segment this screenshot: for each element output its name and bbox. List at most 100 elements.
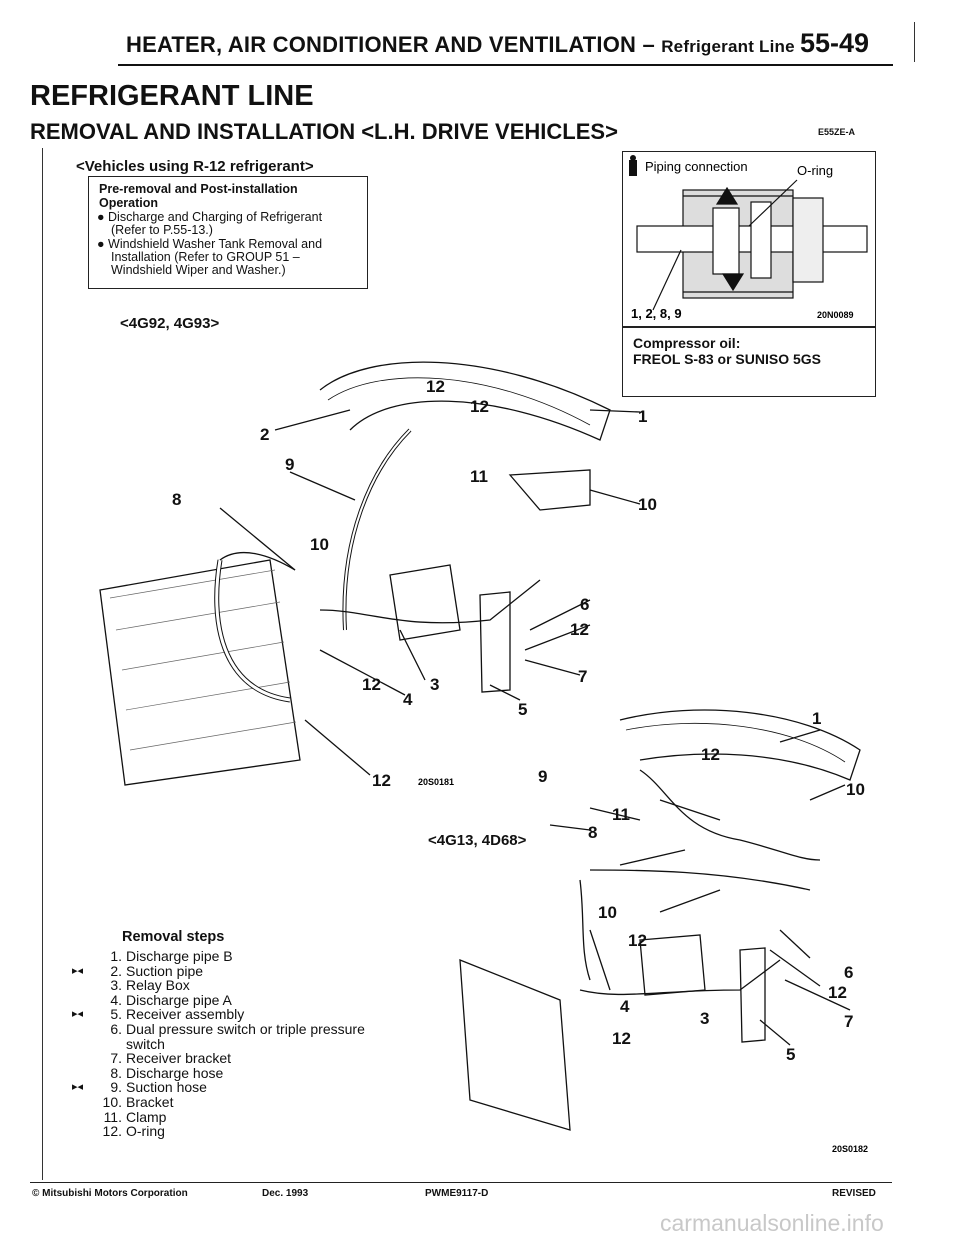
callout-label: 4 [620, 997, 630, 1016]
callout-label: 10 [846, 780, 865, 799]
pre-removal-item-text: Windshield Wiper and Washer.) [111, 263, 286, 277]
callout-label: 3 [700, 1009, 709, 1028]
compressor-oil-note: Compressor oil: FREOL S-83 or SUNISO 5GS [633, 335, 821, 367]
inset-figure-code: 20N0089 [817, 310, 854, 320]
list-item: 12.O-ring [72, 1124, 224, 1139]
callout-label: 12 [426, 377, 445, 396]
callout-label: 10 [638, 495, 657, 514]
page-subtitle: REMOVAL AND INSTALLATION <L.H. DRIVE VEH… [30, 119, 618, 144]
callout-label: 12 [628, 931, 647, 950]
o-ring-label: O-ring [797, 163, 833, 178]
callout-label: 1 [638, 407, 647, 426]
callout-label: 12 [362, 675, 381, 694]
callout-label: 5 [518, 700, 527, 719]
service-marker: ▸◂ [72, 964, 84, 977]
list-item: 8.Discharge hose [72, 1066, 224, 1081]
list-item: switch [72, 1037, 224, 1052]
header-section: HEATER, AIR CONDITIONER AND VENTILATION [126, 32, 637, 57]
section-code: E55ZE-A [818, 127, 856, 137]
piping-connection-label: Piping connection [645, 159, 748, 174]
list-item: 3.Relay Box [72, 978, 224, 993]
pre-removal-item: ● Discharge and Charging of Refrigerant … [97, 210, 323, 237]
inset-part-numbers: 1, 2, 8, 9 [631, 306, 682, 321]
callout-label: 6 [580, 595, 589, 614]
service-marker: ▸◂ [72, 1008, 84, 1021]
header-subsection: Refrigerant Line [661, 37, 795, 56]
condenser-outline [99, 559, 301, 786]
watermark: carmanualsonline.info [660, 1210, 884, 1236]
pre-removal-box: Pre-removal and Post-installation Operat… [88, 176, 368, 289]
step-text: Relay Box [126, 977, 190, 994]
step-text: Receiver assembly [126, 1006, 245, 1023]
callout-label: 5 [786, 1045, 795, 1064]
refrigerant-line-diagram-upper: 1 2 3 4 5 6 7 8 9 10 11 12 12 12 12 12 1… [99, 361, 657, 790]
callout-label: 6 [844, 963, 853, 982]
step-number: 7. [110, 1050, 122, 1067]
step-text: O-ring [126, 1123, 165, 1140]
callout-label: 12 [372, 771, 391, 790]
step-text: switch [126, 1035, 165, 1052]
step-text: Discharge pipe B [126, 948, 233, 964]
step-number: 6. [110, 1020, 122, 1037]
callout-label: 12 [828, 983, 847, 1002]
figure-code-upper: 20S0181 [418, 777, 454, 787]
discharge-pipe-b-lower [619, 709, 861, 781]
relay-box [389, 564, 461, 641]
callout-label: 7 [844, 1012, 853, 1031]
step-number: 4. [110, 991, 122, 1008]
step-text: Suction pipe [126, 962, 204, 979]
list-item: 10.Bracket [72, 1095, 224, 1110]
callout-label: 11 [612, 805, 630, 824]
callout-label: 1 [812, 709, 821, 728]
step-number: 1. [110, 948, 122, 964]
binding-edge-mark [914, 22, 915, 62]
step-number: 2. [110, 962, 122, 979]
engine-label-lower: <4G13, 4D68> [428, 832, 527, 849]
callout-label: 4 [403, 690, 413, 709]
pre-removal-item: ● Windshield Washer Tank Removal and Ins… [97, 237, 323, 277]
callout-label: 12 [570, 620, 589, 639]
page-header: HEATER, AIR CONDITIONER AND VENTILATION … [126, 32, 795, 58]
step-number: 10. [102, 1093, 122, 1110]
compressor-oil-value: FREOL S-83 or SUNISO 5GS [633, 351, 822, 367]
footer-status: REVISED [832, 1188, 876, 1199]
footer-rule [30, 1182, 892, 1183]
step-number: 12. [102, 1123, 122, 1140]
step-text: Discharge hose [126, 1064, 224, 1081]
step-text: Discharge pipe A [126, 991, 232, 1008]
footer-date: Dec. 1993 [262, 1188, 309, 1199]
step-number: 8. [110, 1064, 122, 1081]
page-number: 55-49 [800, 28, 870, 58]
step-text: Bracket [126, 1093, 174, 1110]
removal-steps-heading: Removal steps [122, 929, 225, 945]
header-rule [118, 64, 893, 66]
step-number: 9. [110, 1079, 122, 1096]
step-text: Clamp [126, 1108, 167, 1125]
relay-box-lower [639, 934, 706, 996]
pre-removal-item-text: Discharge and Charging of Refrigerant [108, 210, 323, 224]
list-item: ▸◂9.Suction hose [72, 1080, 224, 1095]
compressor-oil-heading: Compressor oil: [633, 335, 741, 351]
callout-label: 10 [310, 535, 329, 554]
inset-separator [623, 326, 875, 328]
callout-label: 3 [430, 675, 439, 694]
step-number: 11. [103, 1108, 122, 1125]
pre-removal-item-text: Installation (Refer to GROUP 51 – [111, 250, 300, 264]
refrigerant-line-diagram-lower: 1 3 4 5 6 7 8 9 10 10 11 12 12 12 12 20S… [459, 709, 868, 1154]
list-item: ▸◂5.Receiver assembly [72, 1007, 244, 1022]
piping-connection-inset: Piping connection O-ring 1, 2, 8, 9 20N0… [622, 151, 876, 397]
piping-connection-drawing: Piping connection O-ring 1, 2, 8, 9 20N0… [629, 155, 868, 321]
list-item: 1.Discharge pipe B [72, 948, 232, 964]
list-item: ▸◂ 2.Suction pipe [72, 964, 224, 979]
list-item: 11.Clamp [72, 1110, 224, 1125]
step-text: Receiver bracket [126, 1050, 232, 1067]
callout-label: 12 [470, 397, 489, 416]
step-text: Dual pressure switch or triple pressure [126, 1020, 365, 1037]
callout-label: 12 [701, 745, 720, 764]
left-margin-rule [42, 148, 43, 1180]
receiver-assembly-lower [739, 947, 766, 1043]
callout-label: 7 [578, 667, 587, 686]
list-item: 6.Dual pressure switch or triple pressur… [72, 1020, 365, 1037]
step-text: Suction hose [126, 1079, 207, 1096]
callout-label: 12 [612, 1029, 631, 1048]
